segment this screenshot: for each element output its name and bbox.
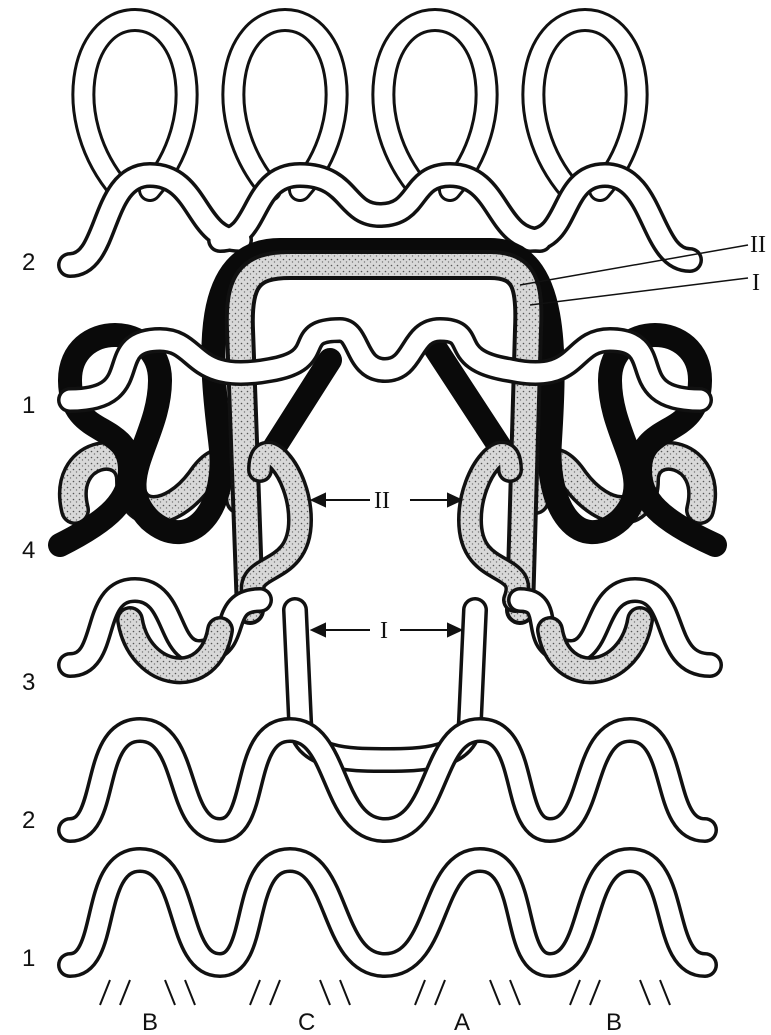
yarn-label-middle-ii: II [374,488,390,514]
lower-course-2 [70,730,705,830]
dimension-arrows [312,494,461,636]
yarn-label-top-ii: II [750,232,766,258]
row-label-lower-1: 1 [22,945,35,972]
yarn-label-middle-i: I [380,618,388,644]
wale-label-a: A [454,1009,470,1035]
row-label-upper-1: 1 [22,392,35,419]
wale-label-c: C [298,1009,315,1035]
lower-course-1 [70,860,705,965]
wale-label-b-right: B [606,1009,622,1035]
wale-legs [100,980,670,1005]
row-label-4: 4 [22,537,35,564]
yarn-label-top-i: I [752,270,760,296]
row-label-upper-2: 2 [22,249,35,276]
row-label-lower-2: 2 [22,807,35,834]
row-label-3: 3 [22,669,35,696]
wale-label-b-left: B [142,1009,158,1035]
